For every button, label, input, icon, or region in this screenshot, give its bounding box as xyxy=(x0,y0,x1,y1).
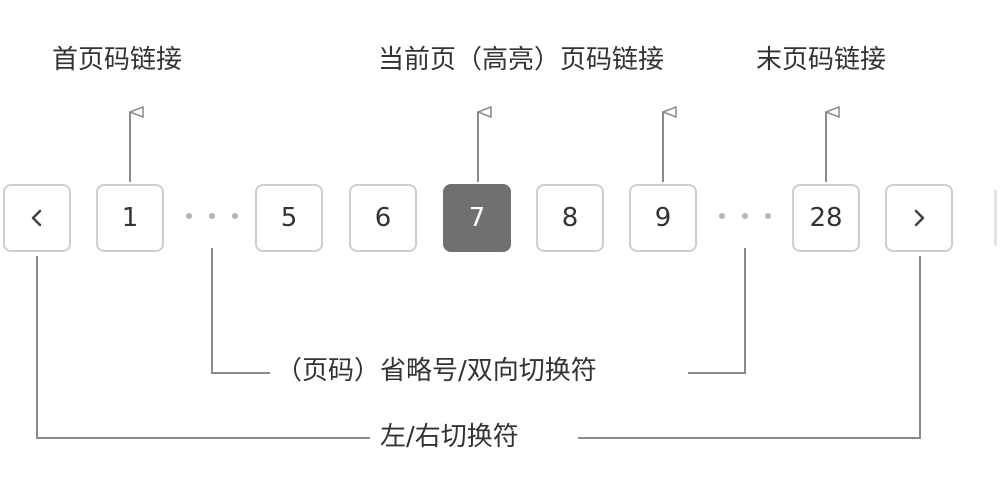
ellipsis-dot xyxy=(742,213,748,219)
ellipsis-right[interactable] xyxy=(719,196,771,236)
page-button-first[interactable]: 1 xyxy=(96,184,164,252)
label-current-page: 当前页（高亮）页码链接 xyxy=(378,45,665,75)
label-prev-next: 左/右切换符 xyxy=(380,422,519,452)
chevron-right-icon xyxy=(914,209,925,227)
ellipsis-dot xyxy=(232,213,238,219)
ellipsis-dot xyxy=(209,213,215,219)
chevron-left-icon xyxy=(31,209,42,227)
ellipsis-dot xyxy=(765,213,771,219)
page-button-current[interactable]: 7 xyxy=(443,184,511,252)
label-first-page: 首页码链接 xyxy=(52,45,183,75)
label-last-page: 末页码链接 xyxy=(756,45,887,75)
page-button-8[interactable]: 8 xyxy=(536,184,604,252)
bracket-ellipsis xyxy=(211,248,270,374)
label-ellipsis: （页码）省略号/双向切换符 xyxy=(276,356,597,386)
next-page-button[interactable] xyxy=(885,184,953,252)
bracket-prev-next xyxy=(36,256,370,439)
bracket-prev-next-right xyxy=(578,256,921,439)
ellipsis-dot xyxy=(186,213,192,219)
ellipsis-left[interactable] xyxy=(186,196,238,236)
page-button-5[interactable]: 5 xyxy=(255,184,323,252)
page-button-last[interactable]: 28 xyxy=(792,184,860,252)
cropped-edge xyxy=(994,190,997,246)
page-button-9[interactable]: 9 xyxy=(629,184,697,252)
ellipsis-dot xyxy=(719,213,725,219)
prev-page-button[interactable] xyxy=(3,184,71,252)
bracket-ellipsis-right xyxy=(688,248,746,374)
page-button-6[interactable]: 6 xyxy=(349,184,417,252)
